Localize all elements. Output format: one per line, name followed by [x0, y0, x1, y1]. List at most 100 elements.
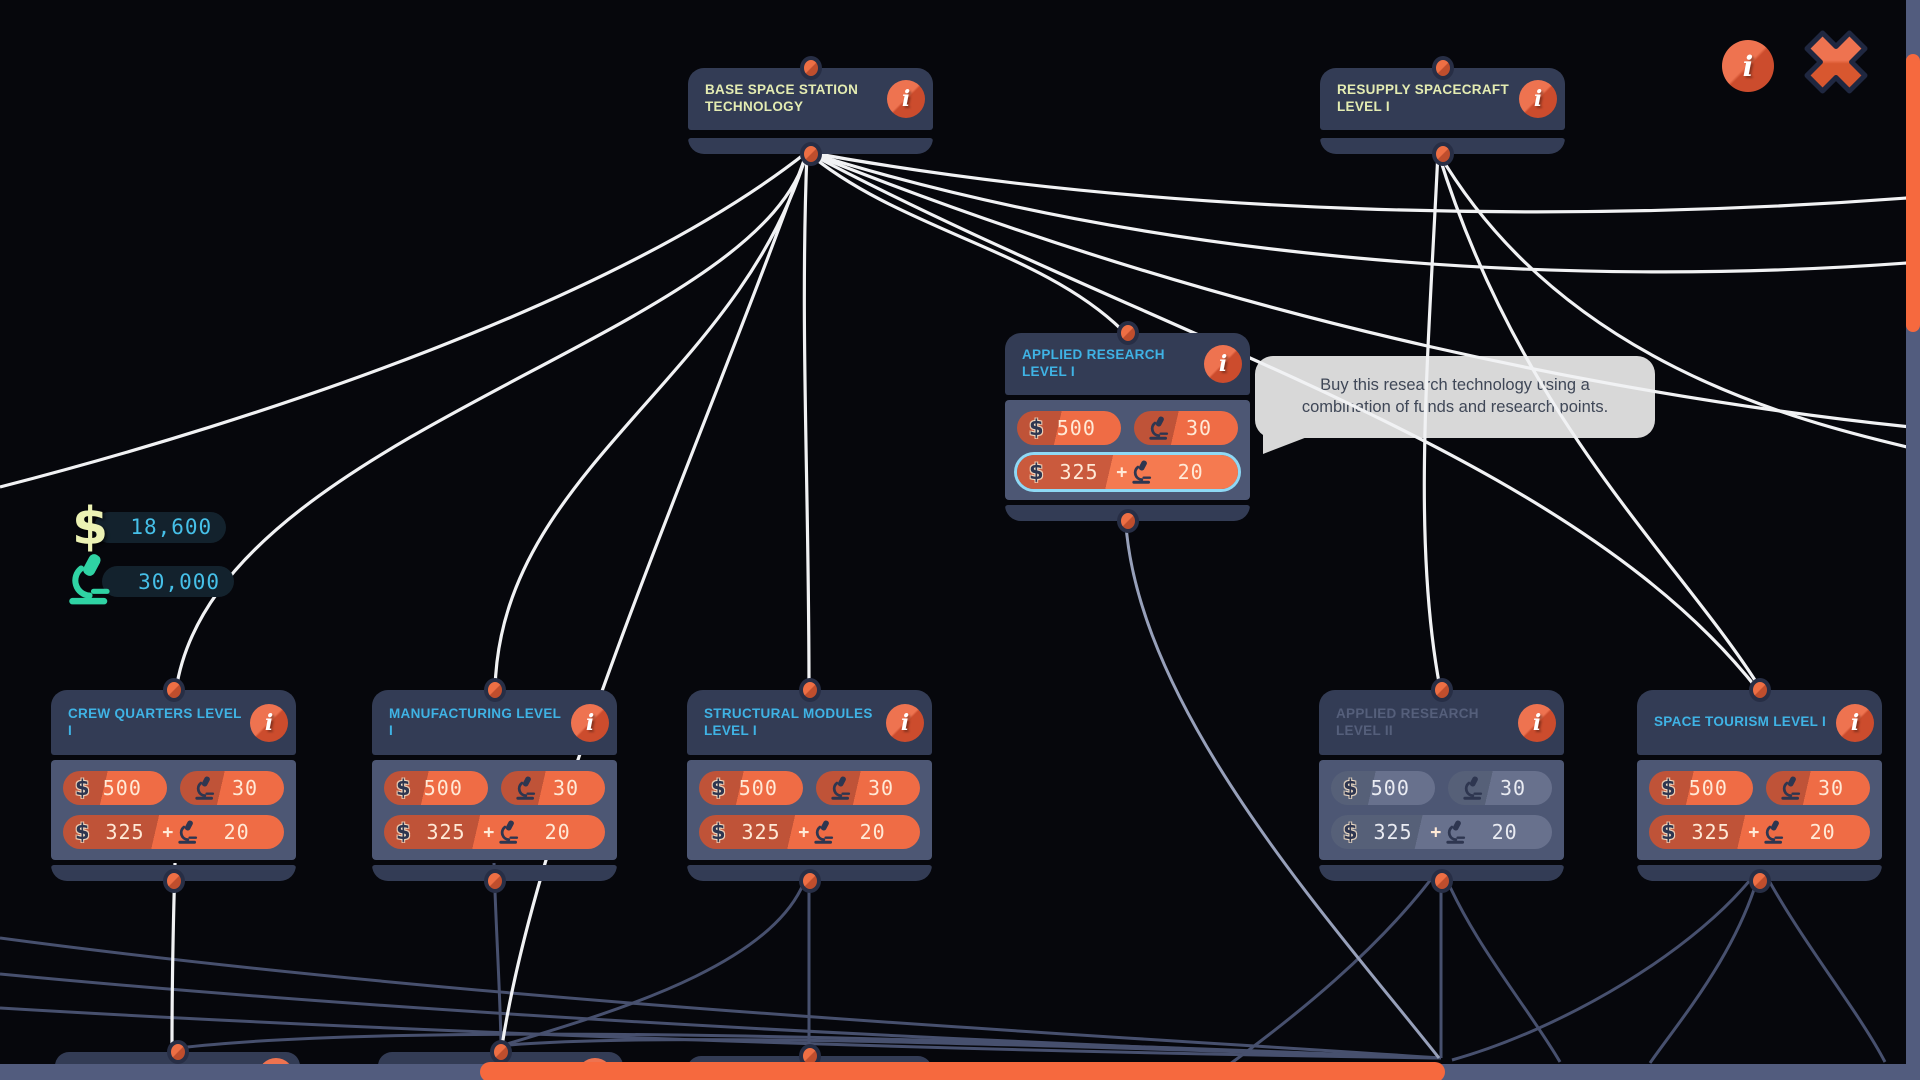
microscope-icon: [1146, 415, 1172, 441]
buy-research-value: 20: [1809, 820, 1836, 844]
tech-node-structural-modules[interactable]: STRUCTURAL MODULES LEVEL I i $ 500 30: [687, 678, 932, 893]
connector-dot: [1431, 56, 1454, 80]
research-microscope-icon: [62, 551, 118, 612]
tech-node-manufacturing[interactable]: MANUFACTURING LEVEL I i $ 500 30: [372, 678, 617, 893]
tech-node-applied-research-1[interactable]: APPLIED RESEARCH LEVEL I i $ 500 30: [1005, 321, 1250, 533]
connector-dot: [1430, 869, 1453, 893]
cost-funds-value: 500: [1688, 776, 1728, 800]
cost-research-pill[interactable]: 30: [1134, 411, 1238, 445]
horizontal-scrollbar-thumb[interactable]: [480, 1062, 1445, 1080]
tech-node-crew-quarters[interactable]: CREW QUARTERS LEVEL I i $ 500 30: [51, 678, 296, 893]
buy-research-value: 20: [223, 820, 250, 844]
tech-node-base-space-station[interactable]: BASE SPACE STATION TECHNOLOGY i: [688, 56, 933, 166]
cost-research-value: 30: [1185, 416, 1213, 440]
info-icon[interactable]: i: [250, 703, 288, 742]
cost-research-pill[interactable]: 30: [1766, 771, 1870, 805]
buy-funds-value: 325: [1059, 460, 1099, 484]
dollar-icon: $: [1029, 416, 1044, 440]
info-icon[interactable]: i: [1518, 703, 1556, 742]
buy-funds-value: 325: [105, 820, 145, 844]
buy-combined-pill[interactable]: $ 325 + 20: [384, 815, 605, 849]
cost-research-value: 30: [1817, 776, 1845, 800]
connector-dot: [483, 678, 506, 702]
tooltip-text: Buy this research technology using a com…: [1301, 376, 1609, 416]
microscope-icon: [175, 819, 201, 845]
connector-dot: [1430, 678, 1453, 702]
buy-funds-value: 325: [1691, 820, 1731, 844]
cost-funds-pill[interactable]: $ 500: [1649, 771, 1753, 805]
dollar-icon: $: [1343, 776, 1358, 800]
microscope-icon: [811, 819, 837, 845]
connector-dot: [1116, 509, 1139, 533]
dollar-icon: $: [1661, 820, 1676, 844]
funds-resource: $ 18,600: [72, 497, 227, 557]
plus-separator: +: [483, 821, 495, 843]
cost-funds-value: 500: [1370, 776, 1410, 800]
buy-combined-pill[interactable]: $ 325 + 20: [1017, 455, 1238, 489]
cost-funds-value: 500: [423, 776, 463, 800]
buy-combined-pill[interactable]: $ 325 + 20: [699, 815, 920, 849]
info-icon[interactable]: i: [887, 80, 925, 118]
plus-separator: +: [162, 821, 174, 843]
dollar-icon: $: [75, 820, 90, 844]
connector-dot: [162, 678, 185, 702]
cost-research-pill: 30: [1448, 771, 1552, 805]
dollar-icon: $: [711, 820, 726, 844]
dollar-icon: $: [711, 776, 726, 800]
connector-dot: [799, 142, 822, 166]
info-icon[interactable]: i: [1204, 345, 1242, 383]
close-icon[interactable]: [1796, 22, 1876, 102]
node-title: CREW QUARTERS LEVEL I: [68, 705, 242, 738]
plus-separator: +: [1116, 461, 1128, 483]
tech-node-space-tourism[interactable]: SPACE TOURISM LEVEL I i $ 500 30: [1637, 678, 1882, 893]
plus-separator: +: [1748, 821, 1760, 843]
cost-research-pill[interactable]: 30: [501, 771, 605, 805]
node-title: RESUPPLY SPACECRAFT LEVEL I: [1337, 82, 1509, 114]
cost-research-value: 30: [552, 776, 580, 800]
cost-funds-pill[interactable]: $ 500: [1017, 411, 1121, 445]
buy-combined-pill[interactable]: $ 325 + 20: [63, 815, 284, 849]
plus-separator: +: [1430, 821, 1442, 843]
node-title: APPLIED RESEARCH LEVEL II: [1336, 705, 1479, 738]
connector-dot: [1748, 869, 1771, 893]
cost-funds-pill: $ 500: [1331, 771, 1435, 805]
microscope-icon: [1129, 459, 1155, 485]
microscope-icon: [513, 775, 539, 801]
vertical-scrollbar-thumb[interactable]: [1906, 54, 1920, 332]
buy-combined-pill[interactable]: $ 325 + 20: [1649, 815, 1870, 849]
cost-funds-pill[interactable]: $ 500: [63, 771, 167, 805]
dollar-icon: $: [1661, 776, 1676, 800]
microscope-icon: [1761, 819, 1787, 845]
cost-funds-value: 500: [102, 776, 142, 800]
buy-funds-value: 325: [1373, 820, 1413, 844]
cost-funds-pill[interactable]: $ 500: [699, 771, 803, 805]
buy-funds-value: 325: [426, 820, 466, 844]
tech-node-applied-research-2[interactable]: APPLIED RESEARCH LEVEL II i $ 500 30: [1319, 678, 1564, 893]
info-icon[interactable]: i: [571, 703, 609, 742]
cost-research-pill[interactable]: 30: [180, 771, 284, 805]
connector-dot: [799, 56, 822, 80]
info-icon[interactable]: i: [1519, 80, 1557, 118]
research-value: 30,000: [138, 569, 220, 594]
microscope-icon: [1460, 775, 1486, 801]
tech-node-resupply-spacecraft[interactable]: RESUPPLY SPACECRAFT LEVEL I i: [1320, 56, 1565, 166]
funds-badge: 18,600: [94, 511, 227, 543]
cost-funds-pill[interactable]: $ 500: [384, 771, 488, 805]
plus-separator: +: [798, 821, 810, 843]
funds-value: 18,600: [130, 515, 213, 539]
dollar-icon: $: [396, 776, 411, 800]
microscope-icon: [496, 819, 522, 845]
dollar-icon: $: [396, 820, 411, 844]
help-info-button[interactable]: i: [1722, 40, 1774, 92]
node-title: STRUCTURAL MODULES LEVEL I: [704, 705, 873, 738]
microscope-icon: [1778, 775, 1804, 801]
dollar-icon: $: [1029, 460, 1044, 484]
info-icon[interactable]: i: [1836, 703, 1874, 742]
cost-research-pill[interactable]: 30: [816, 771, 920, 805]
info-icon[interactable]: i: [886, 703, 924, 742]
dollar-icon: $: [1343, 820, 1358, 844]
research-resource: 30,000: [62, 551, 234, 612]
connector-dot: [1748, 678, 1771, 702]
